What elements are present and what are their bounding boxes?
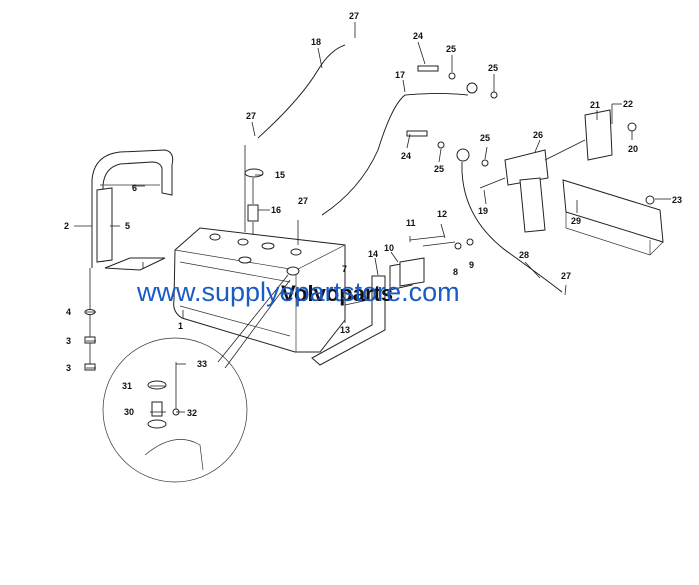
mounting-bracket (311, 235, 474, 366)
callout-14: 14 (368, 249, 378, 259)
callout-31: 31 (122, 381, 132, 391)
callout-7: 7 (342, 264, 347, 274)
callout-5: 5 (125, 221, 130, 231)
callout-2: 2 (64, 221, 69, 231)
callout-27d: 27 (561, 271, 571, 281)
callout-13: 13 (340, 325, 350, 335)
tank-strap (89, 149, 174, 370)
callout-6: 6 (132, 183, 137, 193)
fuel-hoses (244, 44, 563, 293)
callout-12: 12 (437, 209, 447, 219)
callout-33: 33 (197, 359, 207, 369)
frame-rail (562, 179, 664, 256)
callout-19: 19 (478, 206, 488, 216)
callout-24b: 24 (401, 151, 411, 161)
fuel-tank (173, 227, 346, 353)
callout-27b: 27 (246, 111, 256, 121)
callout-1: 1 (178, 321, 183, 331)
callout-numbers: 1 2 3 3 4 5 6 7 8 9 10 11 12 13 14 15 16… (64, 11, 682, 418)
callout-17: 17 (395, 70, 405, 80)
callout-25d: 25 (480, 133, 490, 143)
callout-30: 30 (124, 407, 134, 417)
leader-lines (74, 22, 671, 413)
callout-32: 32 (187, 408, 197, 418)
callout-21: 21 (590, 100, 600, 110)
callout-15: 15 (275, 170, 285, 180)
watermark-url: www.supplyepartstore.com (136, 277, 460, 307)
callout-22: 22 (623, 99, 633, 109)
callout-8: 8 (453, 267, 458, 277)
callout-25c: 25 (434, 164, 444, 174)
fittings (406, 65, 498, 167)
callout-3b: 3 (66, 363, 71, 373)
callout-10: 10 (384, 243, 394, 253)
callout-25a: 25 (446, 44, 456, 54)
callout-20: 20 (628, 144, 638, 154)
callout-27c: 27 (298, 196, 308, 206)
callout-3a: 3 (66, 336, 71, 346)
watermark-overlay: Volvoparts (281, 281, 393, 306)
filler-cap (244, 168, 264, 235)
callout-28: 28 (519, 250, 529, 260)
callout-11: 11 (406, 218, 416, 228)
fuel-filter (479, 104, 637, 233)
callout-25b: 25 (488, 63, 498, 73)
callout-24a: 24 (413, 31, 423, 41)
callout-4: 4 (66, 307, 71, 317)
detail-view (102, 274, 291, 483)
callout-27a: 27 (349, 11, 359, 21)
callout-16: 16 (271, 205, 281, 215)
callout-26: 26 (533, 130, 543, 140)
callout-18: 18 (311, 37, 321, 47)
callout-29: 29 (571, 216, 581, 226)
callout-9: 9 (469, 260, 474, 270)
callout-23: 23 (672, 195, 682, 205)
